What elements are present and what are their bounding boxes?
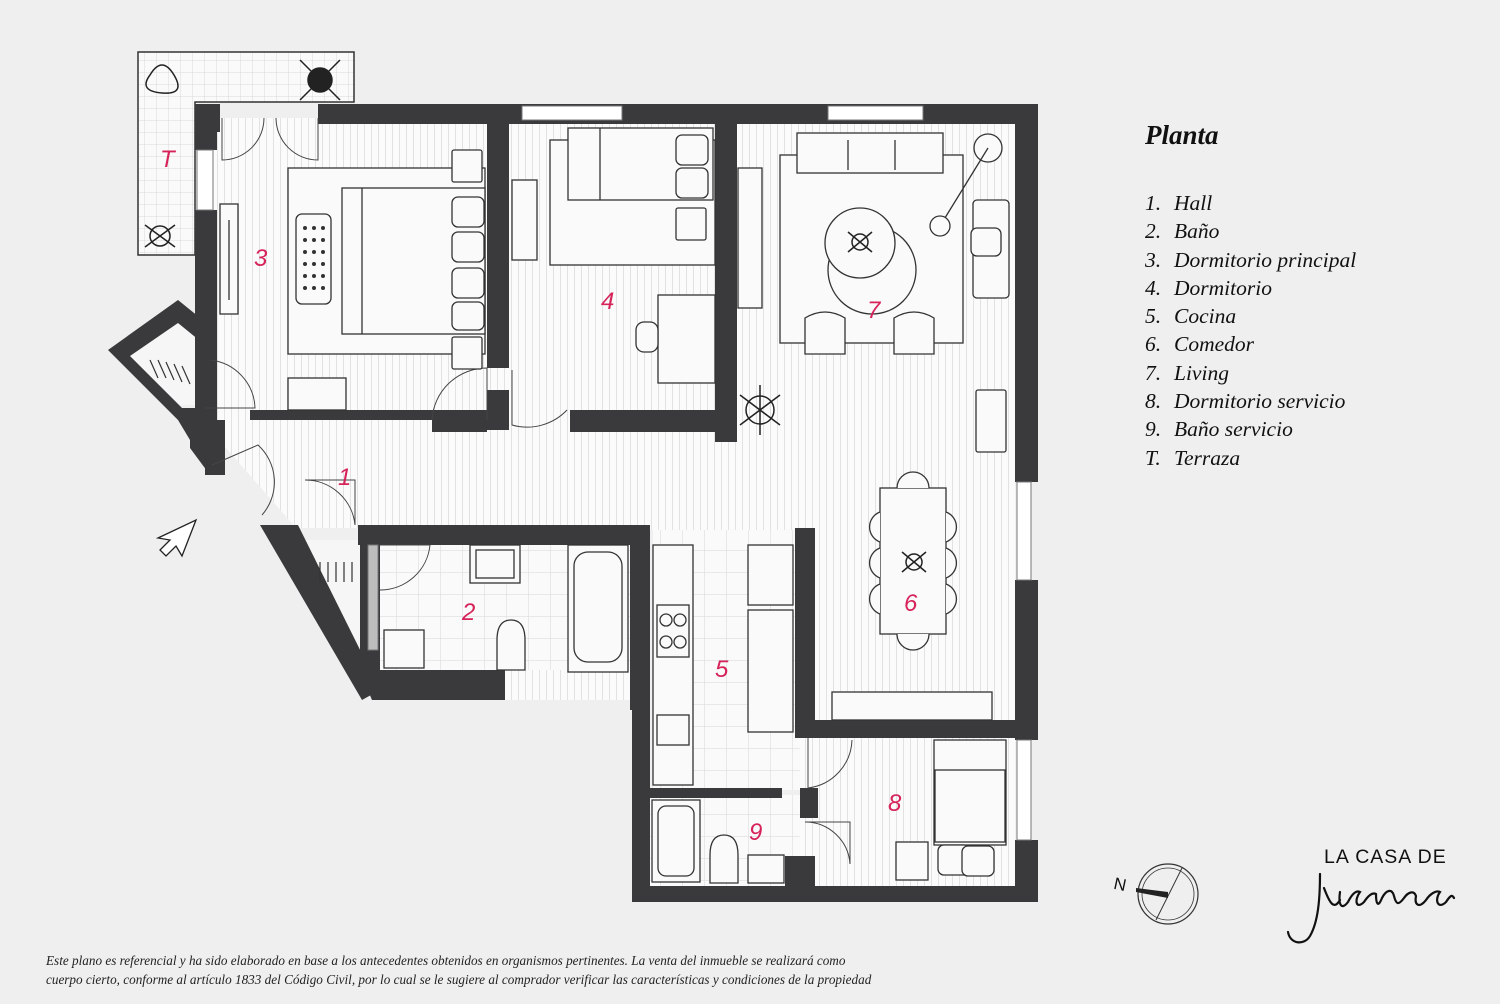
legend-item: 3.Dormitorio principal (1145, 247, 1357, 272)
room-label-living: 7 (867, 297, 882, 324)
windows (196, 105, 1032, 841)
legend-item: 6.Comedor (1145, 332, 1255, 357)
brand-logo: LA CASA DE (1280, 840, 1470, 950)
room-label-cocina: 5 (715, 656, 729, 683)
brand-line1: LA CASA DE (1324, 846, 1447, 868)
room-label-dormitorio: 4 (601, 288, 614, 315)
legend-item: 8.Dormitorio servicio (1145, 389, 1346, 414)
legend-item: 7.Living (1145, 360, 1229, 385)
entrance-arrow-icon (155, 518, 198, 558)
legend-item: 9.Baño servicio (1145, 417, 1293, 442)
legend-item: 2.Baño (1145, 219, 1220, 244)
legend-item: T.Terraza (1145, 445, 1241, 470)
legend-title: Planta (1145, 120, 1219, 150)
room-label-comedor: 6 (904, 590, 918, 617)
compass-north-label: N (1112, 874, 1128, 895)
legend-list: 1.Hall 2.Baño 3.Dormitorio principal 4.D… (1145, 189, 1356, 472)
room-label-hall: 1 (338, 464, 351, 491)
room-label-terraza: T (160, 146, 177, 173)
room-label-bano: 2 (461, 599, 475, 626)
compass-icon: N (1112, 863, 1199, 925)
legend-item: 1.Hall (1145, 191, 1213, 215)
disclaimer: Este plano es referencial y ha sido elab… (46, 951, 1076, 989)
legend-item: 4.Dormitorio (1145, 275, 1272, 300)
plant-icon (144, 59, 927, 573)
closet-hangers (149, 359, 353, 582)
room-label-dormitorio-servicio: 8 (888, 790, 902, 817)
room-label-dormitorio-principal: 3 (254, 245, 268, 272)
brand-script-logo (1286, 872, 1456, 944)
legend: Planta 1.Hall 2.Baño 3.Dormitorio princi… (1145, 120, 1356, 472)
legend-item: 5.Cocina (1145, 304, 1237, 329)
bench (295, 213, 332, 305)
room-labels: 1 2 3 4 5 6 7 8 9 T (160, 146, 918, 846)
terrace-floor (137, 51, 355, 256)
disclaimer-line2: cuerpo cierto, conforme al artículo 1833… (46, 972, 872, 987)
furniture (219, 127, 1010, 884)
doors (205, 117, 853, 865)
disclaimer-line1: Este plano es referencial y ha sido elab… (46, 953, 846, 968)
room-label-bano-servicio: 9 (749, 819, 762, 846)
